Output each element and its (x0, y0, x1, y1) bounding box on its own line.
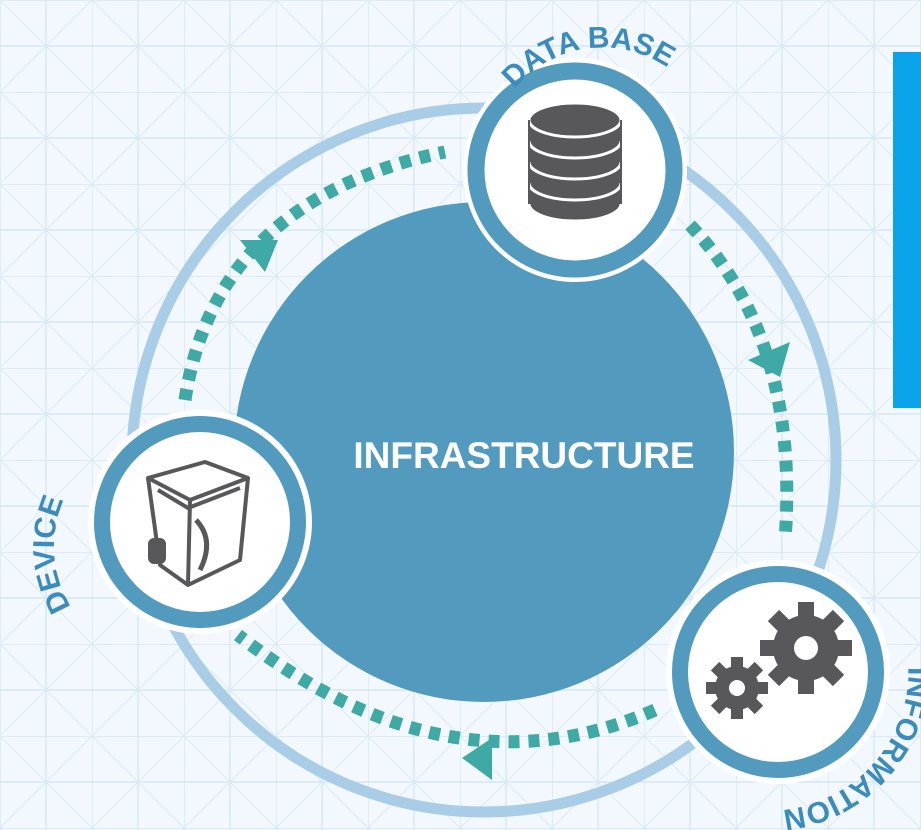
side-accent-bar (893, 52, 921, 408)
flow-arrowhead-left (240, 240, 278, 272)
flow-arrowhead-right (748, 342, 790, 377)
database-icon (527, 101, 623, 223)
node-information (666, 560, 890, 784)
center-label: INFRASTRUCTURE (353, 435, 694, 476)
flow-arc-device-to-database (178, 145, 447, 401)
flow-arrows (178, 145, 794, 780)
flow-arrowhead-bottom (462, 738, 492, 780)
gears-icon (706, 602, 852, 719)
node-database (463, 58, 687, 282)
flow-arc-database-to-information (685, 220, 794, 541)
center-circle (234, 202, 734, 702)
node-device (88, 410, 312, 634)
device-box-icon (146, 460, 250, 587)
